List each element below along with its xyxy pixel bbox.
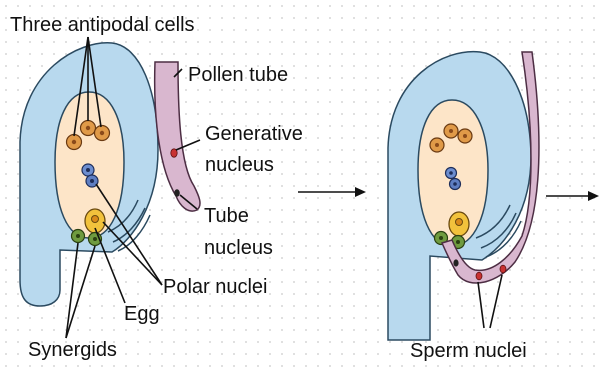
right-tube-nucleus bbox=[453, 259, 458, 266]
label-polar-nuclei: Polar nuclei bbox=[163, 276, 268, 298]
label-tube-nucleus-line2: nucleus bbox=[204, 237, 273, 259]
left-tube-nucleus bbox=[174, 189, 180, 197]
label-generative-nucleus-line2: nucleus bbox=[205, 154, 274, 176]
right-ovule bbox=[388, 52, 531, 340]
label-sperm-nuclei: Sperm nuclei bbox=[410, 340, 527, 362]
process-arrow-1 bbox=[298, 187, 366, 197]
right-egg-cell bbox=[449, 212, 469, 236]
process-arrow-2 bbox=[546, 191, 599, 201]
label-synergids: Synergids bbox=[28, 339, 117, 361]
right-sperm-nucleus-1 bbox=[476, 272, 482, 280]
label-generative-nucleus-line1: Generative bbox=[205, 123, 303, 145]
label-pollen-tube: Pollen tube bbox=[188, 64, 288, 86]
right-sperm-nucleus-2 bbox=[500, 265, 506, 273]
label-egg: Egg bbox=[124, 303, 160, 325]
label-tube-nucleus-line1: Tube bbox=[204, 205, 249, 227]
label-antipodal-cells: Three antipodal cells bbox=[10, 14, 195, 36]
